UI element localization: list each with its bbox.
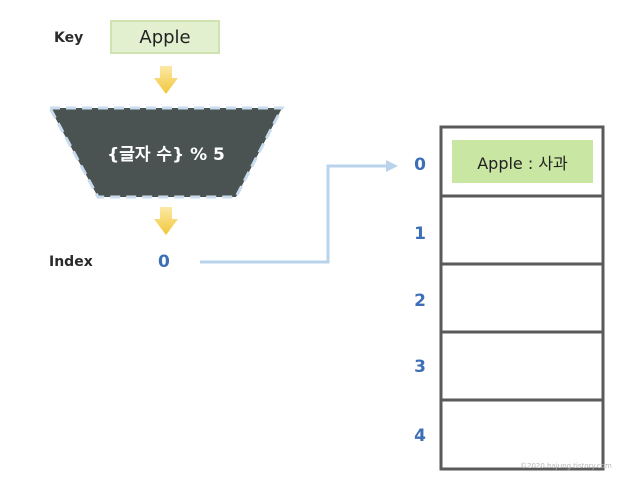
bucket-0-entry: Apple : 사과 [452, 140, 593, 183]
down-arrow-icon [154, 207, 178, 235]
bucket-index-4: 4 [414, 426, 426, 446]
bucket-index-0: 0 [414, 155, 426, 175]
index-value: 0 [158, 252, 170, 272]
hash-table [439, 125, 605, 471]
key-value-box: Apple [110, 20, 220, 54]
connector-arrowhead-icon [386, 160, 398, 172]
bucket-index-2: 2 [414, 291, 426, 311]
watermark: ©2020 hajung.tistory.com [520, 462, 612, 470]
hash-function-funnel [47, 106, 285, 199]
connector-line [200, 164, 388, 264]
key-label: Key [54, 30, 84, 46]
index-label: Index [49, 254, 93, 270]
down-arrow-icon [154, 66, 178, 94]
bucket-index-1: 1 [414, 224, 426, 244]
hash-function-label: {글자 수} % 5 [107, 145, 225, 165]
hash-table-outline [439, 125, 605, 471]
bucket-index-3: 3 [414, 357, 426, 377]
